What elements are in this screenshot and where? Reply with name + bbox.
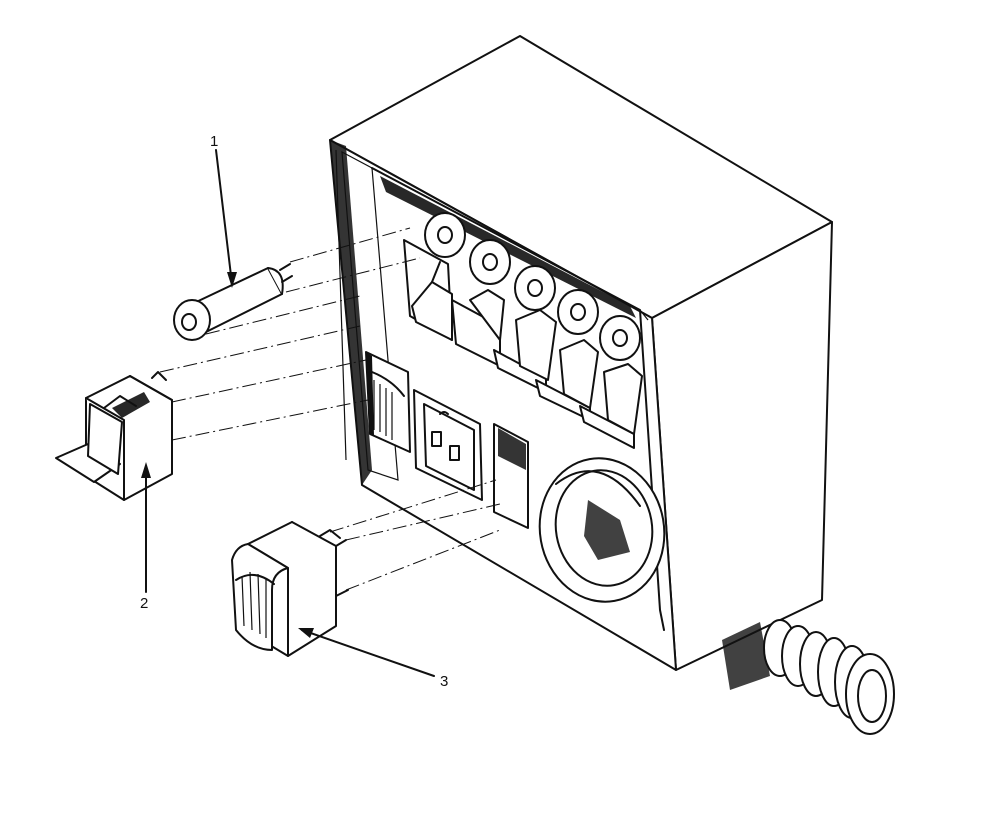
breaker-knob [514,265,556,311]
rocker-switch-icon [579,363,643,449]
panel-slot [493,423,529,529]
callout-label: 1 [210,133,218,150]
callout-2: 2 [140,462,151,612]
breaker-knob [469,239,511,285]
breaker-knob [599,315,641,361]
outlet-receptacle-icon [413,389,483,501]
round-connector-icon [538,457,666,603]
breaker-knob [557,289,599,335]
rocker-switch-icon [451,289,505,367]
fuse-holder-icon [173,263,293,341]
rocker-switch-icon [493,309,557,393]
duct-hose-icon [722,619,895,735]
breaker-knob [424,212,466,258]
callout-3: 3 [298,628,448,690]
rocker-switch-icon [403,239,453,341]
panel-meter-gauge [365,351,411,453]
callout-label: 3 [440,673,448,690]
callout-1: 1 [210,133,237,288]
callout-label: 2 [140,595,148,612]
breaker-knob-row [424,212,641,361]
panel-rocker-switch-row [403,239,643,449]
rocker-switch-icon [55,371,173,501]
meter-gauge-icon [231,521,349,657]
explode-lines [159,227,501,591]
